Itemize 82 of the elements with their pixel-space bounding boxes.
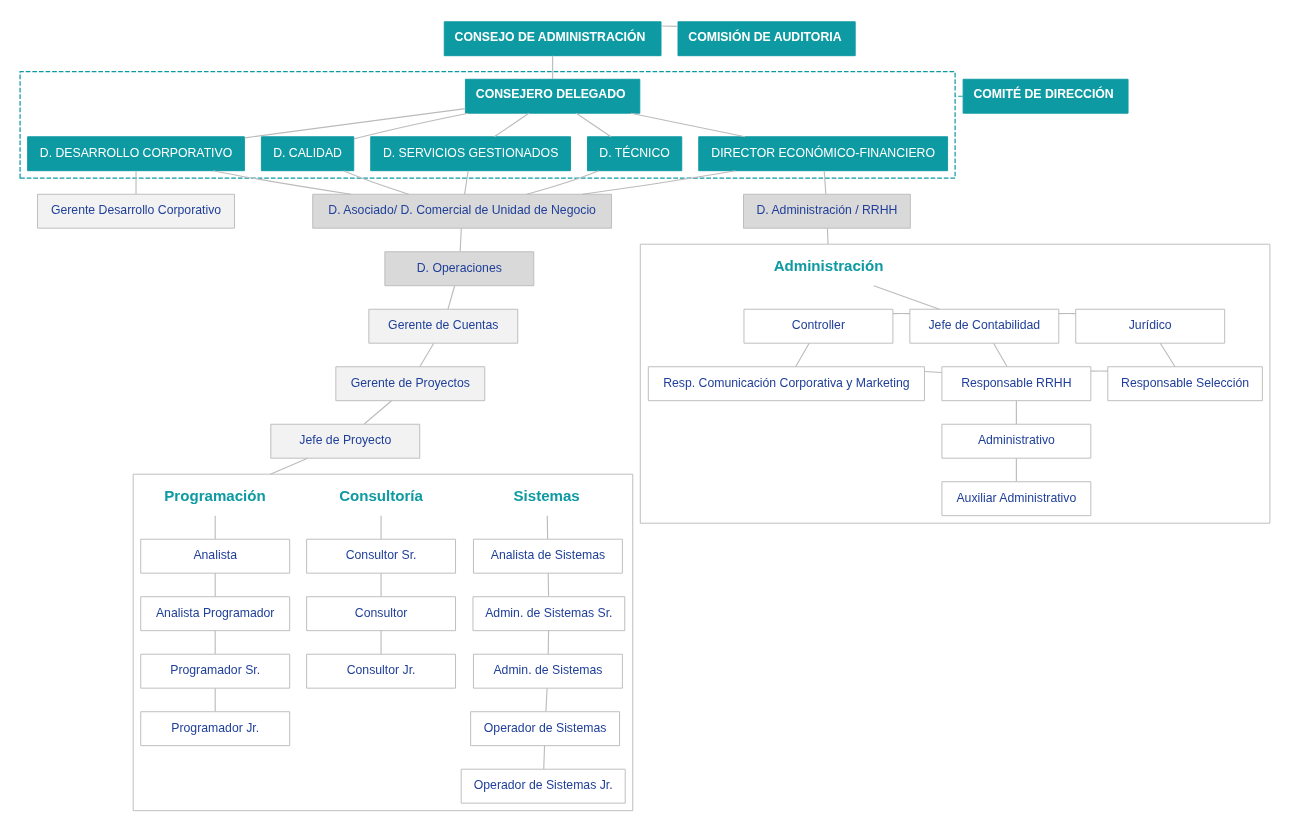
connector [543, 744, 546, 770]
connector [464, 169, 469, 195]
connector [547, 572, 550, 597]
connector [419, 342, 435, 367]
node-box: CONSEJERO DELEGADO [464, 78, 641, 114]
node-box: CONSEJO DE ADMINISTRACIÓN [443, 20, 662, 56]
node-box: Consultor Sr. [306, 538, 457, 574]
connector [630, 112, 746, 137]
node-box: DIRECTOR ECONÓMICO-FINANCIERO [698, 135, 949, 171]
node-text: Programación [164, 486, 266, 504]
node-box: COMITÉ DE DIRECCIÓN [962, 78, 1129, 114]
node-box: Programador Jr. [140, 710, 291, 746]
node-box: Analista de Sistemas [472, 538, 623, 574]
connector [493, 112, 530, 137]
connector [873, 284, 940, 310]
node-box: Gerente de Proyectos [335, 365, 486, 401]
node-box: Resp. Comunicación Corporativa y Marketing [647, 365, 925, 401]
node-box: Analista [140, 538, 291, 574]
connector [924, 370, 943, 373]
connector [214, 514, 216, 540]
node-box: Auxiliar Administrativo [941, 480, 1092, 516]
node-box: Operador de Sistemas Jr. [460, 768, 626, 804]
node-box: Responsable RRHH [941, 365, 1092, 401]
node-box: Gerente de Cuentas [368, 308, 519, 344]
connector [459, 227, 462, 252]
connector [954, 95, 964, 97]
connector [1015, 399, 1017, 425]
cluster [19, 70, 956, 179]
connector [823, 169, 827, 195]
connector [269, 457, 309, 475]
node-box: Jurídico [1075, 308, 1226, 344]
node-box: D. TÉCNICO [587, 135, 683, 171]
connector [581, 169, 736, 195]
connector [1015, 457, 1017, 482]
node-box: Admin. de Sistemas [472, 653, 623, 689]
node-box: Consultor Jr. [306, 653, 457, 689]
node-box: COMISIÓN DE AUDITORIA [677, 20, 856, 56]
node-box: D. Administración / RRHH [743, 193, 911, 229]
connector [244, 107, 466, 138]
connector [546, 514, 549, 540]
node-text: Administración [773, 256, 884, 274]
node-box: Jefe de Proyecto [270, 423, 421, 459]
connector [353, 112, 469, 139]
connector [214, 629, 216, 655]
connector [135, 169, 137, 195]
connector [660, 24, 679, 27]
node-box: D. CALIDAD [260, 135, 355, 171]
connector [795, 342, 810, 367]
connector [826, 227, 829, 245]
connector [545, 687, 548, 712]
node-box: Analista Programador [140, 595, 291, 631]
connector [1159, 342, 1176, 367]
node-box: Operador de Sistemas [470, 710, 620, 746]
connector [552, 54, 554, 80]
node-box: Consultor [306, 595, 457, 631]
connector [447, 284, 456, 310]
node-box: Jefe de Contabilidad [909, 308, 1060, 344]
node-box: Responsable Selección [1107, 365, 1263, 401]
node-box: D. Asociado/ D. Comercial de Unidad de Negocio [312, 193, 612, 229]
connector [380, 572, 382, 597]
connector [993, 342, 1008, 367]
node-text: Sistemas [513, 486, 580, 504]
node-box: Programador Sr. [140, 653, 291, 689]
node-box: Gerente Desarrollo Corporativo [37, 193, 235, 229]
connector [214, 572, 216, 597]
node-box: Controller [743, 308, 894, 344]
node-text: Consultoría [339, 486, 423, 504]
connector [547, 629, 550, 655]
node-box: D. DESARROLLO CORPORATIVO [27, 135, 245, 171]
cluster [639, 243, 1271, 524]
connector [1090, 369, 1109, 372]
node-box: Administrativo [941, 423, 1092, 459]
connector [214, 687, 216, 712]
node-box: D. SERVICIOS GESTIONADOS [370, 135, 571, 171]
connector [575, 112, 612, 137]
connector [363, 399, 393, 425]
connector [380, 514, 382, 540]
node-box: D. Operaciones [384, 250, 535, 286]
connector [380, 629, 382, 655]
node-box: Admin. de Sistemas Sr. [472, 595, 626, 631]
connector [212, 169, 352, 195]
cluster [132, 473, 634, 811]
